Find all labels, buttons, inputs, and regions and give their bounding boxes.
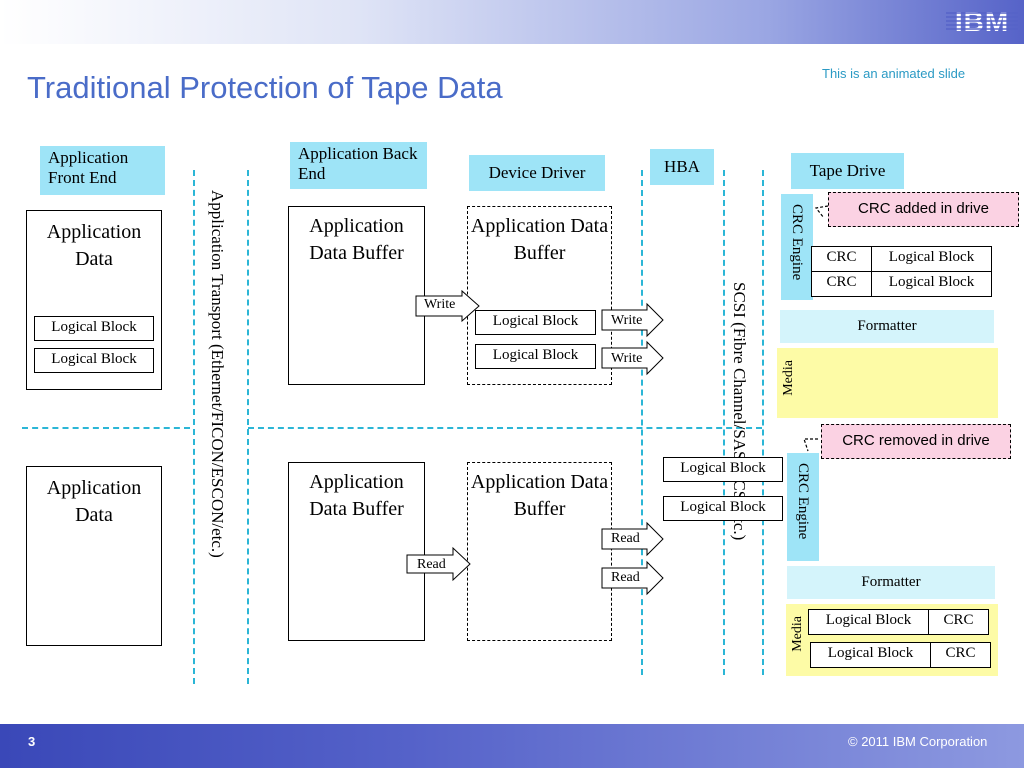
write-crc-cell-2: CRC (811, 271, 872, 297)
crc-removed-note: CRC removed in drive (821, 424, 1011, 459)
scsi-transport-label: SCSI (Fibre Channel/SAS/iSCSI/etc.) (730, 282, 749, 541)
crc-added-callout-arrow (814, 205, 829, 219)
crc-removed-callout-arrow (803, 438, 818, 452)
read-arrow-to-back-end-label: Read (417, 557, 446, 572)
write-back-end-buffer-label: Application Data Buffer (309, 215, 404, 264)
write-arrow-to-hba-1-label: Write (611, 313, 643, 328)
read-application-data: Application Data (26, 466, 162, 646)
application-transport-label: Application Transport (Ethernet/FICON/ES… (208, 190, 227, 558)
read-application-data-label: Application Data (46, 477, 142, 526)
write-crc-block-2: Logical Block (871, 271, 992, 297)
write-formatter: Formatter (780, 310, 994, 343)
read-driver-buffer: Application Data Buffer (467, 462, 612, 641)
write-arrow-to-driver-label: Write (424, 297, 456, 312)
write-crc-engine-label: CRC Engine (789, 204, 805, 281)
write-crc-cell-1: CRC (811, 246, 872, 272)
divider-horizontal-left (22, 427, 190, 429)
page-number: 3 (28, 734, 36, 749)
divider-hba-left (641, 170, 643, 675)
write-driver-buffer-label: Application Data Buffer (470, 215, 609, 264)
write-crc-block-1: Logical Block (871, 246, 992, 272)
write-arrow-to-driver (415, 289, 480, 323)
read-arrow-to-driver-2-label: Read (611, 570, 640, 585)
divider-horizontal-center (248, 427, 762, 429)
ibm-logo: IBM (946, 6, 1018, 37)
write-driver-logical-block-1: Logical Block (475, 310, 596, 335)
divider-front-end (193, 170, 195, 684)
write-app-logical-block-1: Logical Block (34, 316, 154, 341)
write-driver-logical-block-2: Logical Block (475, 344, 596, 369)
read-media-crc-2: CRC (930, 642, 991, 668)
write-app-logical-block-2: Logical Block (34, 348, 154, 373)
read-arrow-to-driver-1-label: Read (611, 531, 640, 546)
read-formatter: Formatter (787, 566, 995, 599)
divider-tape-drive (762, 170, 764, 675)
write-back-end-buffer: Application Data Buffer (288, 206, 425, 385)
read-media-block-2: Logical Block (810, 642, 931, 668)
header-front-end: Application Front End (40, 146, 165, 195)
bottom-banner (0, 724, 1024, 768)
write-arrow-to-hba-2 (601, 340, 664, 376)
read-hba-logical-block-2: Logical Block (663, 496, 783, 521)
read-arrow-to-driver-2 (601, 560, 664, 596)
header-hba: HBA (650, 149, 714, 185)
top-banner (0, 0, 1024, 44)
read-driver-buffer-label: Application Data Buffer (470, 471, 609, 520)
header-device-driver: Device Driver (469, 155, 605, 191)
read-arrow-to-back-end (406, 546, 471, 582)
read-arrow-to-driver-1 (601, 521, 664, 557)
divider-hba-right (723, 170, 725, 675)
header-tape-drive: Tape Drive (791, 153, 904, 189)
read-media-block-1: Logical Block (808, 609, 929, 635)
write-arrow-to-hba-2-label: Write (611, 351, 643, 366)
write-media: Media (777, 348, 998, 418)
copyright: © 2011 IBM Corporation (848, 734, 988, 749)
read-back-end-buffer: Application Data Buffer (288, 462, 425, 641)
crc-added-note: CRC added in drive (828, 192, 1019, 227)
write-arrow-to-hba-1 (601, 302, 664, 338)
read-media-crc-1: CRC (928, 609, 989, 635)
header-back-end: Application Back End (290, 142, 427, 189)
animated-slide-note: This is an animated slide (822, 66, 966, 81)
read-crc-engine: CRC Engine (787, 453, 819, 561)
read-media-label: Media (790, 616, 805, 652)
write-crc-engine: CRC Engine (781, 194, 813, 300)
write-media-label: Media (781, 360, 796, 396)
read-crc-engine-label: CRC Engine (795, 463, 811, 540)
page-title: Traditional Protection of Tape Data (27, 70, 503, 105)
read-hba-logical-block-1: Logical Block (663, 457, 783, 482)
read-back-end-buffer-label: Application Data Buffer (309, 471, 404, 520)
write-application-data-label: Application Data (46, 221, 142, 270)
